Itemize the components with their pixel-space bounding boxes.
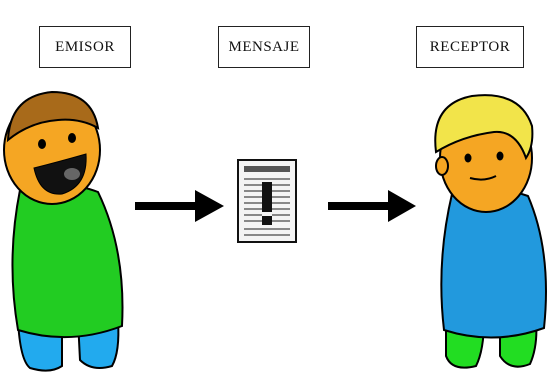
arrow-right-icon bbox=[328, 190, 416, 222]
message-label: MENSAJE bbox=[228, 38, 300, 55]
message-document-icon bbox=[237, 159, 297, 243]
receiver-label: RECEPTOR bbox=[429, 38, 511, 55]
sender-label-box: EMISOR bbox=[39, 26, 131, 68]
sender-person-icon bbox=[3, 90, 124, 372]
receiver-label-box: RECEPTOR bbox=[416, 26, 524, 68]
sender-label: EMISOR bbox=[55, 38, 115, 55]
arrow-right-icon bbox=[135, 190, 224, 222]
message-label-box: MENSAJE bbox=[218, 26, 310, 68]
receiver-person-icon bbox=[434, 94, 547, 369]
